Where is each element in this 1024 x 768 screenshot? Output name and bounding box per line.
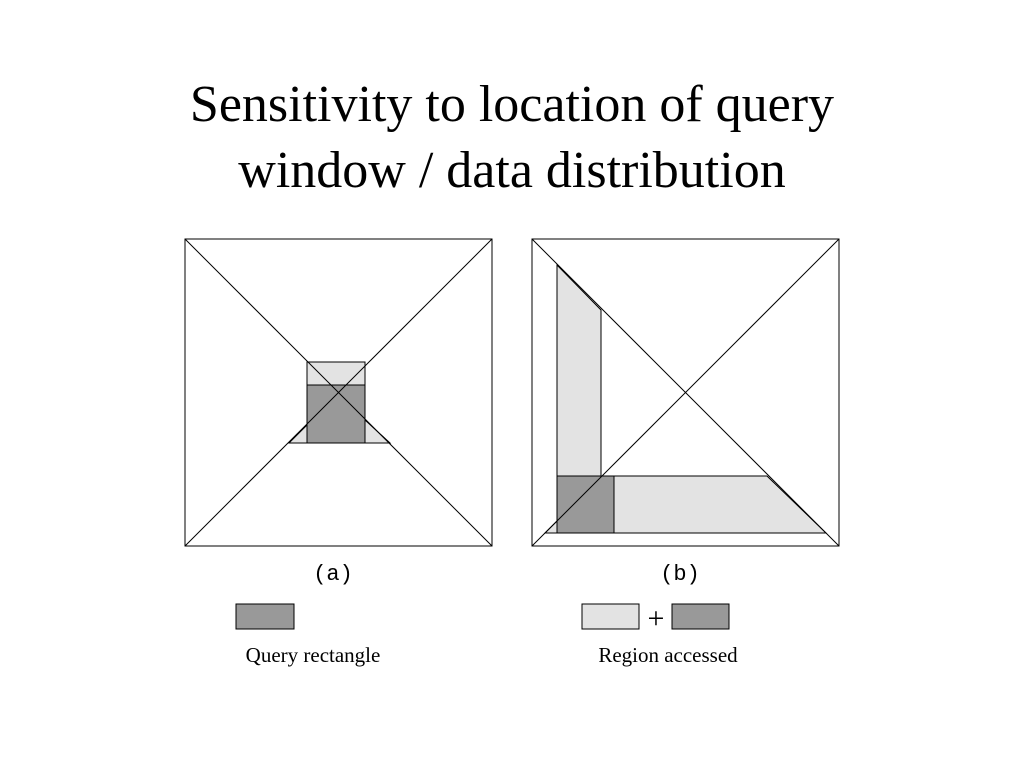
panel-a-accessed-region xyxy=(306,361,366,386)
legend: Query rectangle + Region accessed xyxy=(235,602,738,667)
legend-query-swatch xyxy=(235,603,295,630)
title-line-2: window / data distribution xyxy=(238,142,786,199)
panel-b: (b) xyxy=(531,238,840,587)
legend-plus-sign: + xyxy=(648,602,665,635)
panel-a-diagonal-2 xyxy=(184,238,493,547)
legend-accessed-dark-swatch xyxy=(671,603,730,630)
panel-a-query-rectangle xyxy=(306,384,366,444)
title-line-1: Sensitivity to location of query xyxy=(189,76,835,133)
legend-accessed-light-swatch xyxy=(581,603,640,630)
legend-region-label: Region accessed xyxy=(598,643,738,667)
panel-b-query-rectangle xyxy=(556,475,615,534)
legend-query-label: Query rectangle xyxy=(246,643,381,667)
panel-b-label: (b) xyxy=(660,562,700,587)
page-title: Sensitivity to location of query window … xyxy=(0,72,1024,204)
panel-b-diagonal-2 xyxy=(531,238,840,547)
panel-a: (a) xyxy=(184,238,493,587)
panel-a-label: (a) xyxy=(313,562,353,587)
